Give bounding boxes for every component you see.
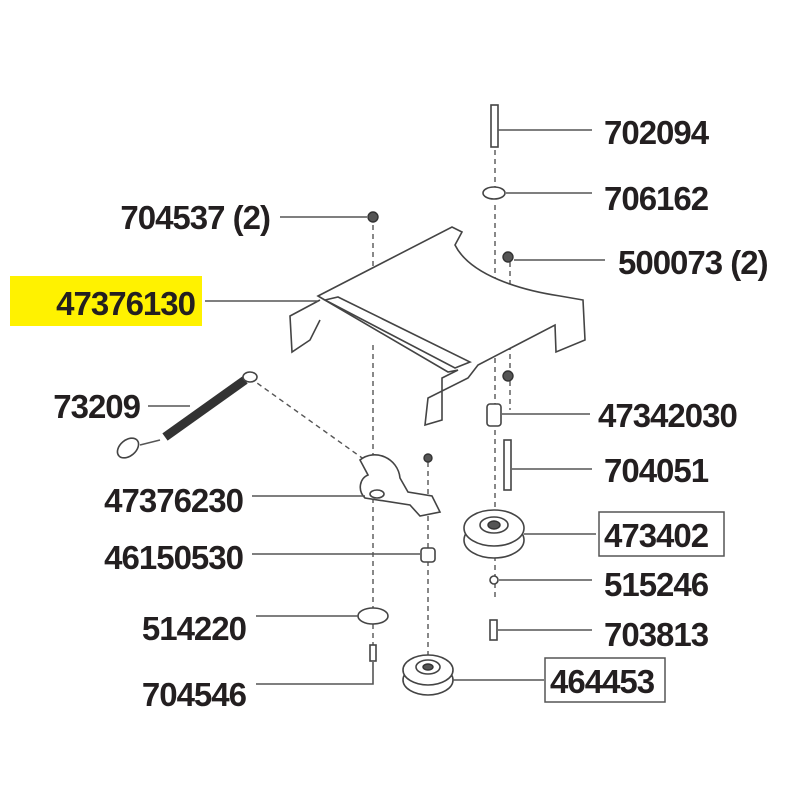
highlight-marker xyxy=(10,276,202,326)
label-703813: 703813 xyxy=(604,616,709,653)
spacer-46150530 xyxy=(420,547,436,563)
label-46150530: 46150530 xyxy=(104,539,243,576)
pin-702094 xyxy=(490,104,499,148)
pulley-473402 xyxy=(463,509,525,559)
highlight-box-473402 xyxy=(598,511,725,557)
bracket-47376130 xyxy=(289,226,586,427)
arm-hole xyxy=(369,489,385,499)
bolt-704051 xyxy=(503,439,512,491)
arm-nut xyxy=(423,453,433,463)
nut-704537 xyxy=(367,211,379,223)
highlight-box-464453 xyxy=(544,657,666,703)
pulley-464453 xyxy=(402,654,454,696)
washer-515246 xyxy=(489,575,499,585)
spring-73209 xyxy=(116,371,258,459)
spacer-47342030 xyxy=(486,403,502,427)
idler-arm-47376230 xyxy=(358,454,442,517)
label-47376230: 47376230 xyxy=(104,482,243,519)
nut-500073 xyxy=(502,251,514,263)
label-706162: 706162 xyxy=(604,180,709,217)
assembly-axis xyxy=(249,377,366,461)
label-47376130: 47376130 xyxy=(56,285,195,322)
label-473402: 473402 xyxy=(604,517,709,554)
bolt-704546 xyxy=(369,644,377,662)
washer-706162 xyxy=(482,186,506,200)
label-73209: 73209 xyxy=(53,388,140,425)
label-500073: 500073 (2) xyxy=(618,244,768,281)
nut-lower xyxy=(502,370,514,382)
washer-514220 xyxy=(357,607,389,625)
label-704546: 704546 xyxy=(142,676,247,713)
label-702094: 702094 xyxy=(604,114,710,151)
bolt-703813 xyxy=(489,619,498,641)
label-704051: 704051 xyxy=(604,452,709,489)
label-515246: 515246 xyxy=(604,566,709,603)
label-704537: 704537 (2) xyxy=(120,199,270,236)
label-514220: 514220 xyxy=(142,610,246,647)
label-47342030: 47342030 xyxy=(598,397,737,434)
label-464453: 464453 xyxy=(550,663,655,700)
leader-lines xyxy=(148,129,605,685)
